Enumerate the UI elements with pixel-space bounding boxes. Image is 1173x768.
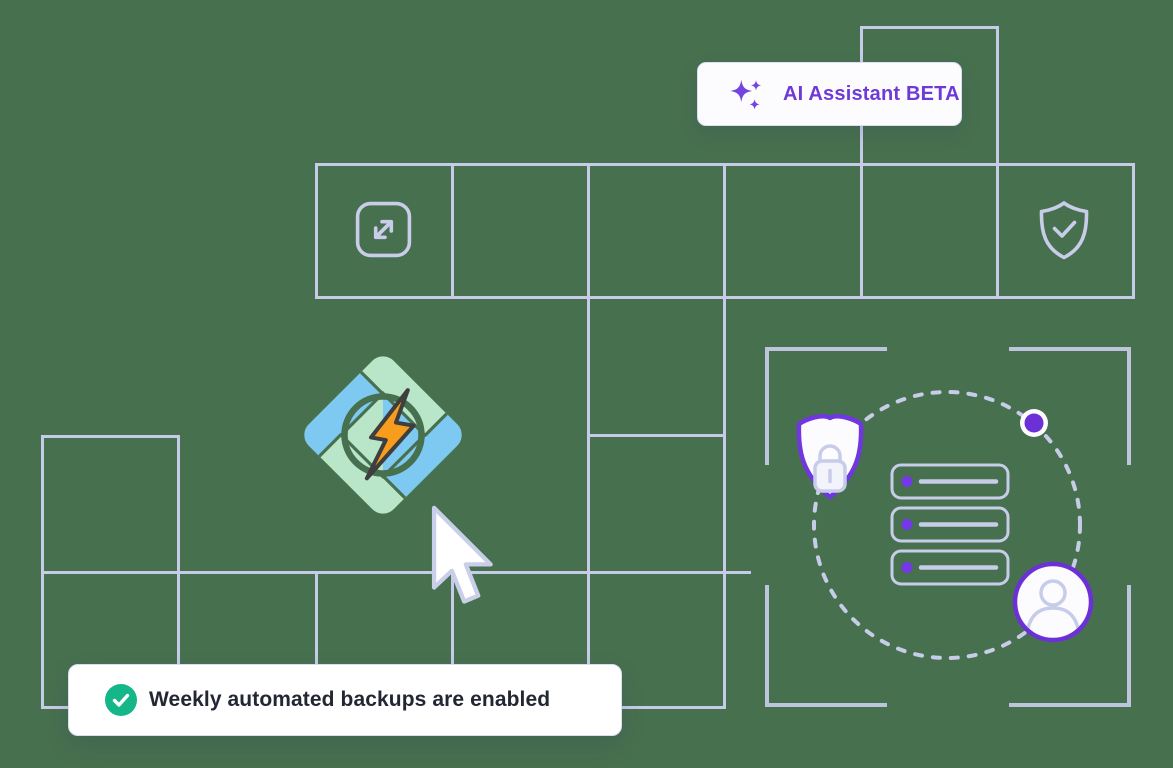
accent-dot — [1020, 409, 1048, 437]
check-circle-icon — [105, 684, 137, 716]
cursor-icon — [431, 505, 493, 604]
grid-line — [996, 26, 999, 299]
ai-assistant-badge-label: AI Assistant BETA — [783, 82, 960, 105]
server-row — [890, 463, 1010, 500]
logo-blue-bar — [298, 371, 382, 458]
corner-bracket-top-right — [1009, 347, 1131, 465]
grid-line — [860, 26, 998, 29]
sparkles-icon — [730, 79, 762, 110]
grid-line — [451, 571, 454, 709]
grid-line — [315, 571, 318, 709]
server-row-dot — [901, 476, 913, 487]
server-row — [890, 549, 1010, 586]
corner-bracket-top-left — [765, 347, 887, 465]
ai-assistant-badge[interactable]: AI Assistant BETA — [697, 62, 962, 126]
grid-line — [1132, 163, 1135, 299]
grid-line — [587, 434, 726, 437]
dashed-circle — [812, 390, 1082, 660]
grid-line — [315, 163, 318, 299]
shield-check-icon — [1039, 201, 1089, 260]
user-avatar-icon — [1012, 561, 1094, 643]
litespeed-logo — [298, 350, 468, 520]
corner-bracket-bottom-left — [765, 585, 887, 707]
corner-bracket-bottom-right — [1009, 585, 1131, 707]
logo-ring — [341, 393, 425, 477]
server-row-dot — [901, 562, 913, 573]
lightning-bolt-icon — [364, 388, 416, 481]
grid-line — [177, 435, 180, 709]
server-row — [890, 506, 1010, 543]
grid-line — [451, 163, 454, 299]
backup-notification: Weekly automated backups are enabled — [68, 664, 622, 736]
server-row-dot — [901, 519, 913, 530]
lock-icon — [813, 444, 847, 493]
logo-blue-bar — [384, 412, 468, 499]
server-rows — [890, 463, 1010, 586]
backup-notification-label: Weekly automated backups are enabled — [149, 688, 551, 711]
grid-line — [723, 163, 726, 709]
grid-line — [41, 435, 44, 709]
security-illustration — [765, 347, 1131, 707]
grid-line — [41, 435, 180, 438]
lock-shield-icon — [796, 414, 864, 500]
grid-line — [41, 571, 751, 574]
expand-icon — [355, 201, 412, 258]
grid-line — [860, 26, 863, 299]
grid-line — [587, 163, 590, 709]
